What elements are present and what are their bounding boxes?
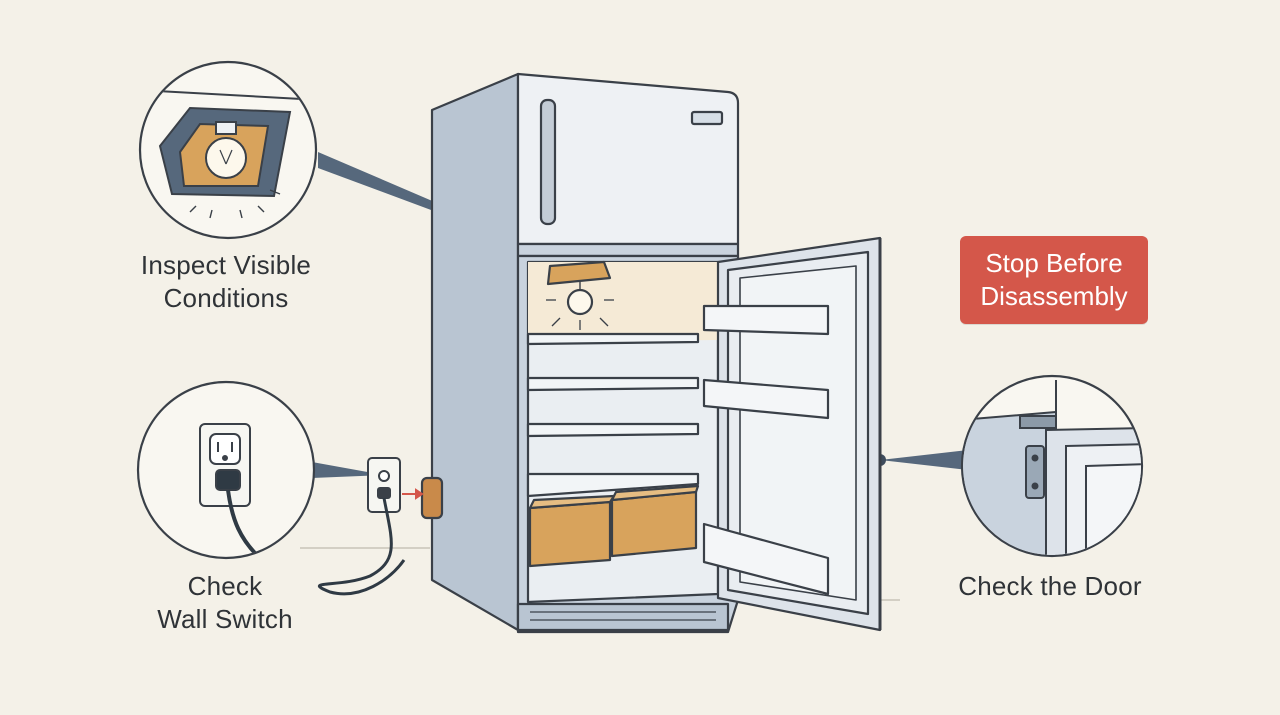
wall-outlet-icon xyxy=(367,457,401,513)
power-cord xyxy=(317,497,406,596)
kickplate xyxy=(516,602,730,632)
door-hinge-icon xyxy=(1025,445,1045,499)
badge-line: Disassembly xyxy=(980,281,1128,311)
label-line: Check xyxy=(187,571,263,601)
refrigerator xyxy=(420,72,882,634)
fridge-side-panel xyxy=(430,72,520,632)
door-bins xyxy=(702,304,830,596)
label-line: Conditions xyxy=(163,283,289,313)
label-line: Wall Switch xyxy=(157,604,293,634)
callout-light-bulb xyxy=(138,60,318,240)
label-line: Inspect Visible xyxy=(140,250,312,280)
shelves xyxy=(526,332,700,498)
freezer-door xyxy=(516,72,740,246)
crisper-bins xyxy=(528,484,700,568)
badge-line: Stop Before xyxy=(985,248,1123,278)
label-line: Check the Door xyxy=(958,571,1142,601)
side-latch xyxy=(420,476,444,520)
arrow-icon xyxy=(402,488,424,500)
callout-door-hinge xyxy=(960,374,1144,558)
light-bulb-icon xyxy=(205,121,247,179)
freezer-badge xyxy=(690,110,724,126)
callout-wall-outlet xyxy=(136,380,316,560)
label-check-wall-switch: Check Wall Switch xyxy=(130,570,320,636)
stop-before-disassembly-badge: Stop Before Disassembly xyxy=(960,236,1148,324)
freezer-handle xyxy=(539,98,557,226)
light-rays xyxy=(546,299,614,330)
label-check-the-door: Check the Door xyxy=(940,570,1160,603)
interior-light xyxy=(546,260,612,316)
label-inspect-visible-conditions: Inspect Visible Conditions xyxy=(116,249,336,315)
